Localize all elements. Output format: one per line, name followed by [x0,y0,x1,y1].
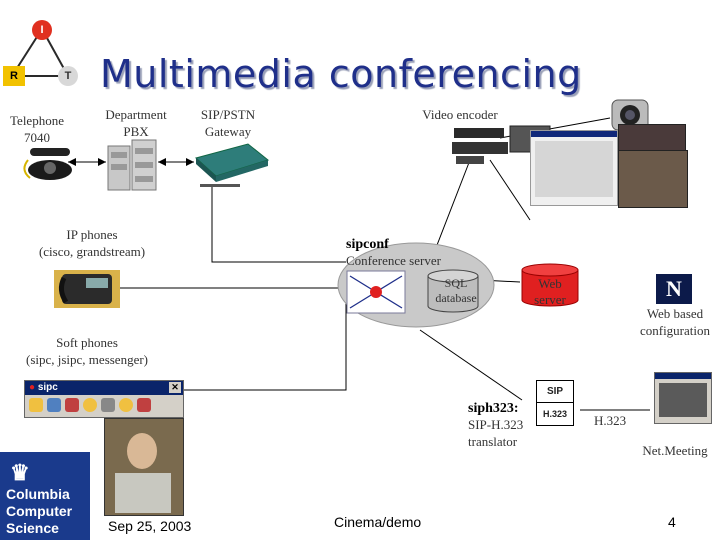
columbia-line2: Computer [6,503,73,519]
sip-h323-box: SIP H.323 [524,380,580,432]
sipc-title: sipc [37,382,58,393]
line-gateway-server [211,185,346,263]
sipc-logo-icon: ● [29,382,36,393]
footer-center: Cinema/demo [334,514,422,530]
line-server-siph323 [419,329,523,401]
arrow-pbx-gateway [186,158,194,166]
arrow-gateway-pbx [158,158,166,166]
sip-box: SIP [536,380,574,404]
crown-icon: ♛ [10,460,30,485]
toolbar-icon-3[interactable] [65,398,79,412]
toolbar-icon-2[interactable] [47,398,61,412]
pbx-label-line1: Department [105,107,167,122]
line-softphone-server [165,290,347,391]
gateway-label-line2: Gateway [204,124,252,139]
toolbar-icon-6[interactable] [119,398,133,412]
telephone-label-line2: 7040 [24,130,50,145]
mixer-node [346,270,406,314]
soft-phones-label-line1: Soft phones [56,335,118,350]
page-title: Multimedia conferencing [100,52,582,96]
web-server-label: Web server [518,276,582,308]
line-encoder-server [431,159,471,259]
web-server-icon [521,263,579,307]
irt-logo-t: T [58,66,78,86]
sipc-titlebar: ● sipc ✕ [25,381,183,395]
irt-logo-i: I [32,20,52,40]
soft-phones-label: Soft phones (sipc, jsipc, messenger) [12,334,162,368]
sql-label-line2: database [435,291,477,305]
netmeeting-window [654,372,712,424]
web-config-label: Web based configuration [630,305,720,339]
irt-logo [10,27,70,77]
columbia-logo: ♛ Columbia Computer Science [0,452,90,540]
web-config-label-line1: Web based [646,306,704,321]
netmeeting-label: Net.Meeting [642,443,708,458]
toolbar-icon-1[interactable] [29,398,43,412]
ip-phones-label: IP phones (cisco, grandstream) [22,226,162,260]
close-icon[interactable]: ✕ [169,382,181,393]
toolbar-icon-7[interactable] [137,398,151,412]
video-encoder-label: Video encoder [422,107,498,122]
sipconf-label: sipconf [346,237,389,252]
web-server-label-line2: server [534,292,566,307]
pbx-server-icon [107,139,157,191]
siph323-desc-line2: translator [468,434,518,449]
page-number: 4 [668,514,676,530]
telephone-label-line1: Telephone [10,113,64,128]
sql-database-icon [427,269,479,313]
web-config-label-line2: configuration [639,323,711,338]
sipc-window: ● sipc ✕ [24,380,184,418]
irt-logo-r: R [3,66,25,86]
footer-date: Sep 25, 2003 [108,518,192,534]
ip-phone-icon [54,270,120,308]
telephone-icon [23,148,72,180]
h323-box: H.323 [536,402,574,426]
arrow-phone-pbx [98,158,106,166]
web-server-label-line1: Web [538,276,562,291]
sql-label-line1: SQL [444,276,468,290]
ip-phones-label-line2: (cisco, grandstream) [38,244,146,259]
siph323-label: siph323: [468,401,519,416]
video-window [530,130,618,206]
arrow-pbx-phone [68,158,76,166]
gateway-label-line1: SIP/PSTN [200,107,256,122]
pbx-label: Department PBX [96,106,176,140]
sipc-toolbar [25,395,183,415]
soft-phones-label-line2: (sipc, jsipc, messenger) [25,352,149,367]
toolbar-icon-5[interactable] [101,398,115,412]
telephone-label: Telephone 7040 [2,112,72,146]
line-encoder-monitor [489,159,531,221]
webcam-video [104,418,184,516]
toolbar-icon-4[interactable] [83,398,97,412]
ip-phones-label-line1: IP phones [66,227,118,242]
pbx-label-line2: PBX [123,124,149,139]
sql-label: SQL database [424,276,488,306]
classroom-video [618,150,688,208]
gateway-label: SIP/PSTN Gateway [188,106,268,140]
columbia-line3: Science [6,520,59,536]
h323-label: H.323 [594,413,627,428]
siph323-desc: SIP-H.323 translator [468,416,523,450]
columbia-line1: Columbia [6,486,70,502]
siph323-desc-line1: SIP-H.323 [468,417,524,432]
conference-server-label: Conference server [346,253,441,268]
gateway-router-icon [194,143,270,187]
netscape-n-icon: N [656,274,692,304]
